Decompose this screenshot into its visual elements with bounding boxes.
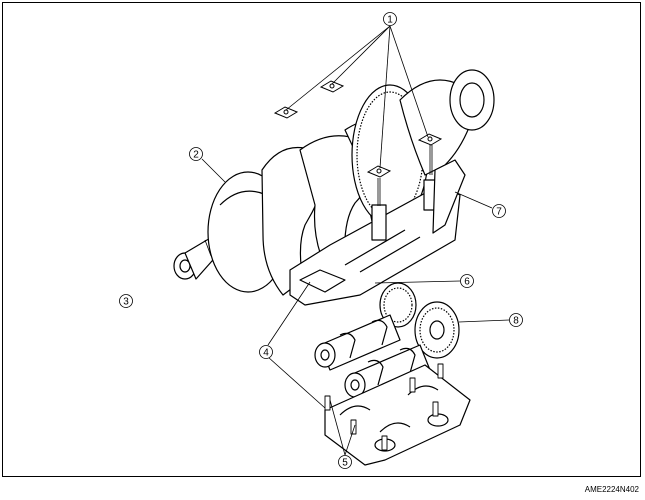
- figure-reference-code: AME2224N402: [584, 485, 639, 494]
- callout-7-label: 7: [496, 207, 502, 218]
- callout-6: 6: [374, 274, 474, 288]
- callout-6-label: 6: [464, 277, 470, 288]
- callout-8-label: 8: [513, 316, 519, 327]
- callout-5-label: 5: [342, 458, 348, 469]
- callout-4: 4: [259, 281, 326, 409]
- bearing-beam: [289, 145, 466, 306]
- bearing-cap-inserts: [273, 80, 443, 178]
- callout-2: 2: [189, 147, 226, 183]
- diagram-frame: [2, 2, 641, 477]
- callout-7: 7: [454, 191, 506, 218]
- callout-3-label: 3: [123, 297, 129, 308]
- balancer-unit: [314, 282, 471, 466]
- callout-1: 1: [285, 12, 429, 169]
- callout-2-label: 2: [193, 150, 199, 161]
- callout-5: 5: [329, 399, 356, 469]
- callout-1-label: 1: [387, 15, 393, 26]
- callout-4-label: 4: [263, 348, 269, 359]
- callout-8: 8: [458, 313, 523, 327]
- callout-3: 3: [119, 294, 133, 308]
